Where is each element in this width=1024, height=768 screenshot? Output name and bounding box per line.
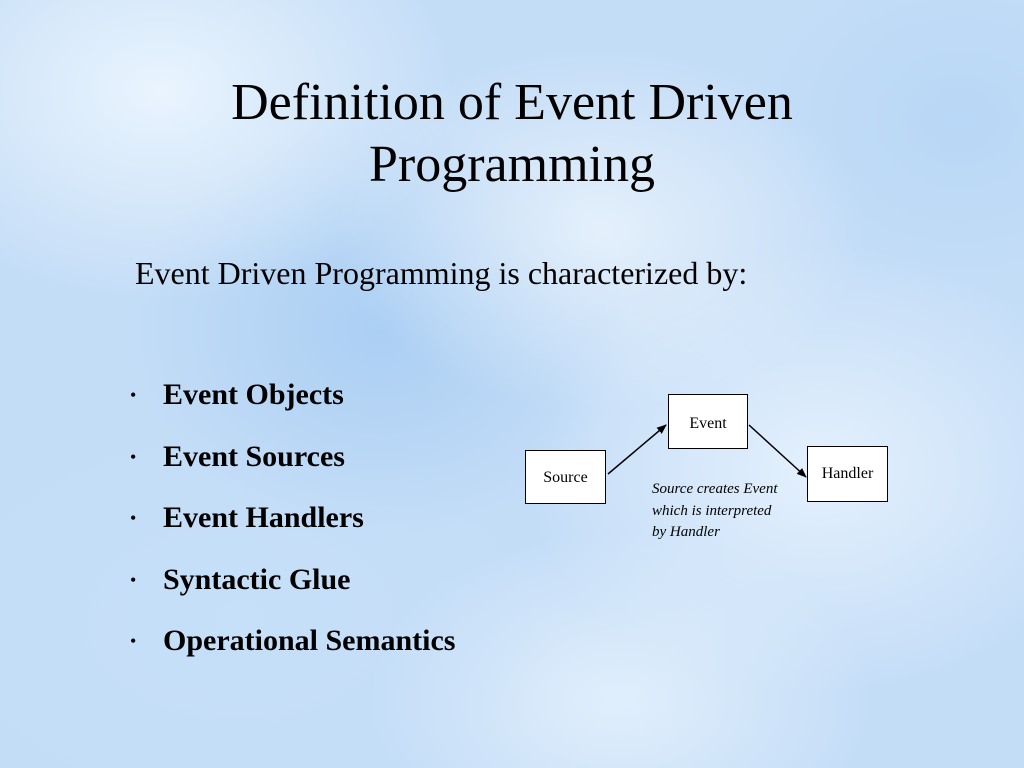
bullet-dot: •: [130, 631, 137, 651]
bullet-label: Operational Semantics: [163, 624, 456, 657]
bullet-dot: •: [130, 508, 137, 528]
arrow-event-to-handler: [748, 424, 807, 478]
bullet-label: Syntactic Glue: [163, 562, 351, 596]
bullet-dot: •: [130, 569, 137, 590]
diagram-caption: Source creates Event which is interprete…: [652, 481, 778, 540]
bullet-dot: •: [130, 446, 137, 467]
bullet-dot: •: [130, 385, 137, 405]
bullet-label: Event Sources: [163, 439, 345, 473]
bullet-label: Event Handlers: [163, 501, 364, 534]
intro-text: Event Driven Programming is characterize…: [135, 255, 748, 291]
handler-node: Handler: [807, 446, 888, 502]
bullet-label: Event Objects: [163, 378, 344, 411]
source-node: Source: [525, 450, 606, 504]
event-node: Event: [668, 394, 748, 449]
slide-title: Definition of Event Driven Programming: [112, 72, 912, 196]
slide-title-line-2: Programming: [369, 136, 655, 193]
arrow-source-to-event: [607, 424, 667, 475]
slide-title-line-1: Definition of Event Driven: [231, 74, 793, 131]
